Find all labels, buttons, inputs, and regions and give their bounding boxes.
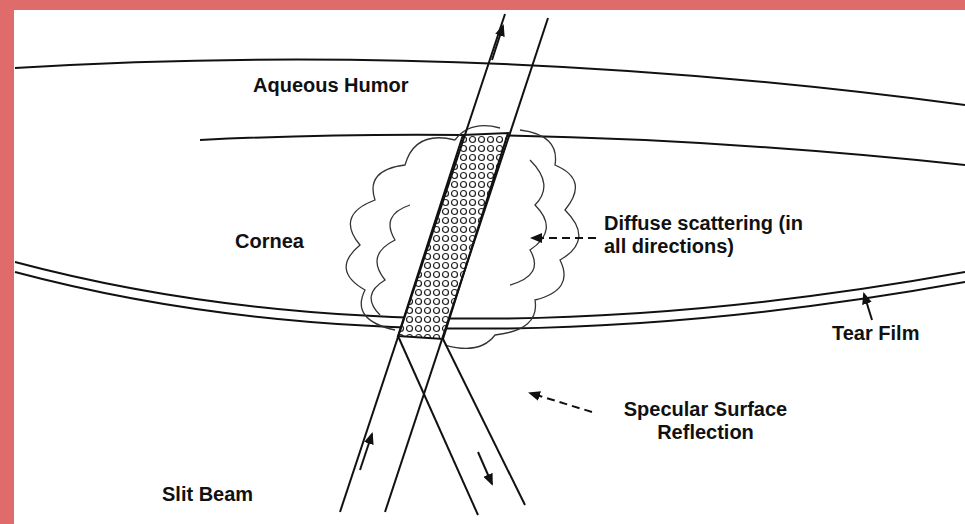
leader-lines [530,238,872,412]
region-label: Aqueous Humor [253,74,409,97]
frame-band [0,0,14,524]
beam-label: Slit Beam [162,483,253,506]
callout-label: Diffuse scattering (in all directions) [604,212,809,258]
aqueous-boundary [15,60,965,105]
frame-band [0,0,965,10]
tear-film-line [15,272,965,329]
posterior-cornea [200,135,965,165]
callout-label: Specular Surface Reflection [598,398,813,444]
region-label: Cornea [235,230,304,253]
specular-reflection [398,336,525,515]
callout-label: Tear Film [832,322,919,345]
tear-film-line [15,262,965,319]
